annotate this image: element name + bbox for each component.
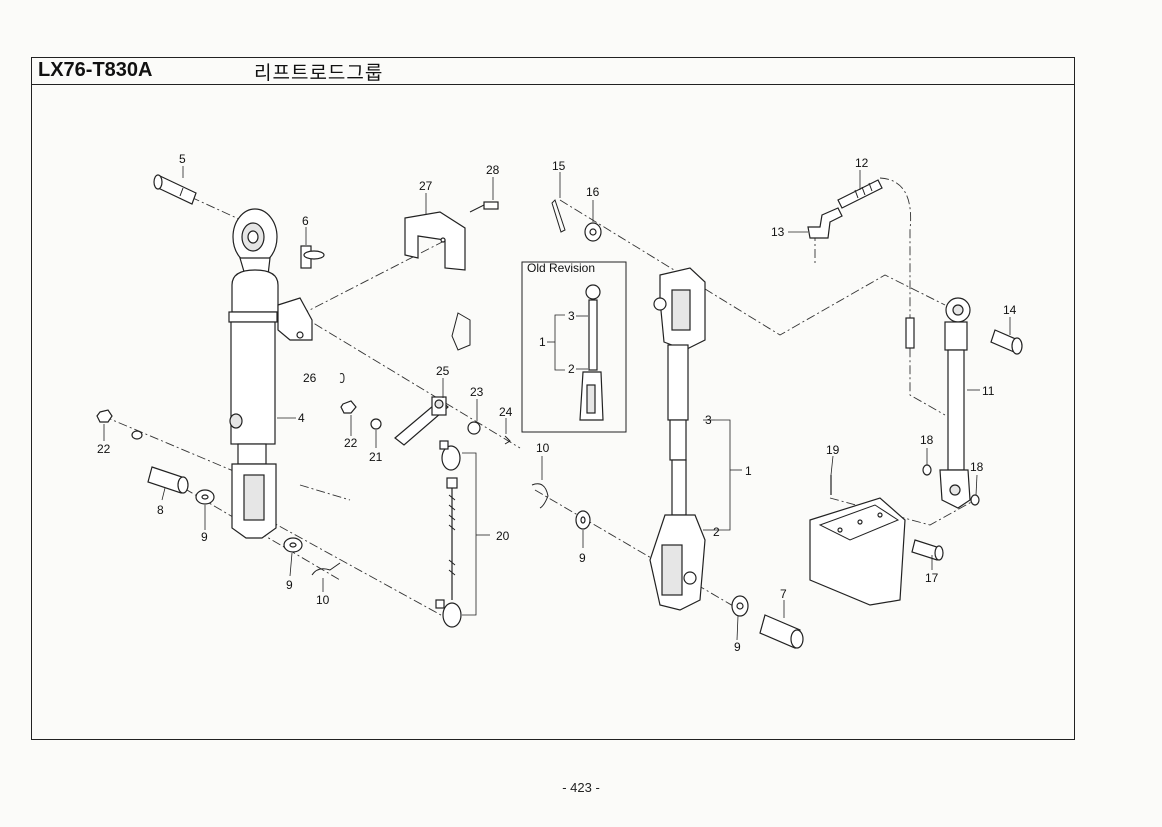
cylinder-part-11 [939,297,971,509]
pin-part-10-left [311,562,341,576]
page-number: - 423 - [562,780,600,795]
callout-10-b: 10 [536,441,550,455]
callout-13: 13 [771,225,785,239]
nut-part-22-left [96,409,143,440]
callout-17: 17 [925,571,939,585]
callout-2: 2 [713,525,720,539]
callout-1: 1 [745,464,752,478]
callout-26: 26 [303,371,317,385]
old-revision-label: Old Revision [527,261,595,275]
lift-cylinder-part-4 [228,208,313,539]
callout-9-c: 9 [579,551,586,565]
callout-28: 28 [486,163,500,177]
callout-9-a: 9 [201,530,208,544]
old-revision-inset [521,261,627,433]
callout-25: 25 [436,364,450,378]
pin-part-17 [911,539,944,561]
inset-callout-3: 3 [568,309,575,323]
callout-24: 24 [499,405,513,419]
diagram-frame: LX76-T830A 리프트로드그룹 [31,57,1075,740]
pin-part-6 [300,245,325,269]
pin-part-10-center [531,483,549,509]
callout-numbers: 1 2 3 4 5 6 7 8 9 9 9 9 10 10 11 12 13 1… [97,152,1017,654]
sensor-link-assembly [339,312,511,446]
washer-part-9-center [575,510,749,617]
bolt-part-28 [469,201,499,213]
lift-rod-part-1 [649,267,731,611]
callout-23: 23 [470,385,484,399]
split-pin-part-15 [551,199,566,233]
rod-part-20 [435,440,462,628]
group-title: 리프트로드그룹 [254,62,384,84]
callout-22-b: 22 [344,436,358,450]
callout-leader-lines [103,166,1011,641]
callout-15: 15 [552,159,566,173]
pin-part-5 [153,174,197,205]
elbow-part-13 [807,207,843,239]
bracket-part-27 [404,211,466,271]
callout-16: 16 [586,185,600,199]
pin-part-14 [990,329,1023,355]
callout-11: 11 [982,384,995,398]
callout-20: 20 [496,529,510,543]
callout-21: 21 [369,450,383,464]
callout-3: 3 [705,413,712,427]
callout-4: 4 [298,411,305,425]
pin-part-7 [759,614,804,649]
bracket-part-19-base [809,497,906,606]
callout-14: 14 [1003,303,1017,317]
callout-19: 19 [826,443,840,457]
callout-9-b: 9 [286,578,293,592]
inset-callout-1: 1 [539,335,546,349]
model-code: LX76-T830A [38,59,153,81]
callout-18-b: 18 [970,460,984,474]
callout-5: 5 [179,152,186,166]
callout-18-a: 18 [920,433,934,447]
hose-part-12 [837,179,883,209]
page-header: LX76-T830A 리프트로드그룹 [32,58,1074,85]
washer-part-16 [584,222,602,242]
callout-9-d: 9 [734,640,741,654]
fitting-part-11-top [905,317,915,349]
washer-part-9-left [195,489,303,553]
callout-27: 27 [419,179,433,193]
callout-7: 7 [780,587,787,601]
callout-12: 12 [855,156,869,170]
inset-leader-lines [547,315,588,370]
pin-part-8 [147,466,189,494]
callout-6: 6 [302,214,309,228]
inset-callout-2: 2 [568,362,575,376]
callout-10-a: 10 [316,593,330,607]
callout-22-a: 22 [97,442,111,456]
callout-8: 8 [157,503,164,517]
